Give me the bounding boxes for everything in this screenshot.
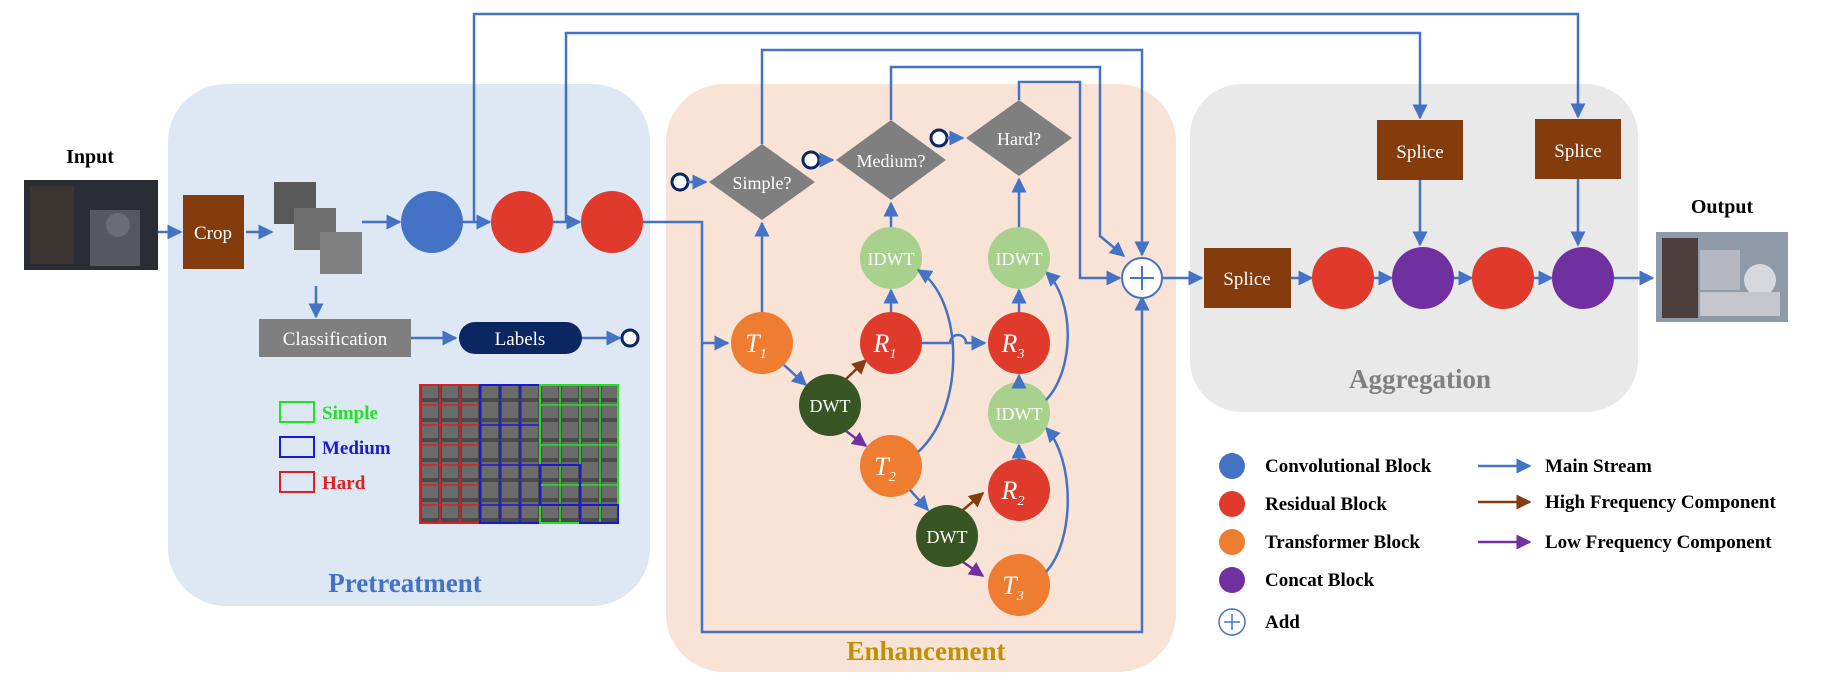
- skip-connection-inner: [564, 31, 1428, 222]
- splice-top-2-label: Splice: [1554, 141, 1602, 162]
- aggregation-residual-2: [1472, 247, 1534, 309]
- dwt1-to-r1-arrow: [845, 358, 868, 380]
- residual-block-r1: [860, 312, 922, 374]
- dwt2-to-r2-arrow: [962, 492, 985, 511]
- transformer-block-2: [860, 435, 922, 497]
- residual-block-2: [581, 191, 643, 253]
- medium-label: Medium: [322, 438, 391, 459]
- medium-output-line: [889, 65, 1126, 257]
- labels-pill: [459, 322, 582, 354]
- dwt-block-2: [916, 505, 978, 567]
- simple-decision-label: Simple?: [733, 173, 792, 193]
- hard-decision-label: Hard?: [997, 129, 1041, 149]
- simple-output-line: [760, 48, 1150, 257]
- t3-label: T3: [1002, 571, 1023, 604]
- pretreatment-title: Pretreatment: [328, 568, 481, 598]
- legend-convolutional-label: Convolutional Block: [1265, 456, 1432, 477]
- transformer-block-3: [988, 554, 1050, 616]
- hard-label: Hard: [322, 473, 366, 494]
- cropped-patches: [274, 182, 362, 274]
- legend-concat-label: Concat Block: [1265, 570, 1375, 591]
- r1-to-r3-arrow: [922, 333, 987, 351]
- splice-main-label: Splice: [1223, 269, 1271, 290]
- medium-decision-label: Medium?: [857, 151, 926, 171]
- legend-main-stream-label: Main Stream: [1545, 456, 1652, 477]
- legend-residual-label: Residual Block: [1265, 494, 1387, 515]
- aggregation-title: Aggregation: [1349, 364, 1491, 394]
- output-image: [1656, 232, 1788, 322]
- concat-block-2: [1552, 247, 1614, 309]
- hard-switch: [929, 128, 949, 148]
- classified-patch-grid: [419, 384, 619, 524]
- labels-switch: [620, 328, 640, 348]
- r2-label: R2: [1001, 476, 1025, 509]
- medium-switch: [801, 150, 821, 170]
- legend-add-label: Add: [1265, 612, 1300, 633]
- residual-block-r3: [988, 312, 1050, 374]
- splice-block-top-2: [1535, 119, 1621, 179]
- r1-label: R1: [873, 329, 897, 362]
- transformer-block-1: [731, 312, 793, 374]
- t3-to-idwt2-curve: [1044, 426, 1069, 573]
- classification-label: Classification: [283, 329, 388, 350]
- idwt-block-1: [860, 227, 922, 289]
- input-label: Input: [66, 146, 114, 168]
- legend-transformer-swatch: [1219, 529, 1245, 555]
- simple-switch: [670, 172, 690, 192]
- medium-decision: [836, 120, 946, 200]
- enhancement-panel: [666, 84, 1176, 672]
- idwt-block-2: [988, 382, 1050, 444]
- idwt2-to-idwt3-curve: [1044, 270, 1069, 401]
- dwt2-label: DWT: [927, 527, 968, 547]
- hard-decision: [966, 100, 1072, 176]
- concat-block-1: [1392, 247, 1454, 309]
- idwt2-label: IDWT: [996, 404, 1043, 424]
- splice-block-main: [1204, 248, 1291, 308]
- residual-block-r2: [988, 459, 1050, 521]
- idwt1-label: IDWT: [868, 249, 915, 269]
- residual-bypass-line: [643, 220, 1150, 634]
- legend-convolutional-swatch: [1219, 453, 1245, 479]
- legend-low-freq-label: Low Frequency Component: [1545, 532, 1772, 553]
- splice-block-top-1: [1377, 120, 1463, 180]
- medium-swatch: [279, 436, 315, 458]
- aggregation-panel: [1190, 84, 1638, 412]
- idwt-block-3: [988, 227, 1050, 289]
- legend-residual-swatch: [1219, 491, 1245, 517]
- idwt3-label: IDWT: [996, 249, 1043, 269]
- legend-high-freq-label: High Frequency Component: [1545, 492, 1777, 513]
- t2-to-idwt1-curve: [916, 268, 955, 453]
- hard-output-line: [1017, 80, 1122, 286]
- labels-label: Labels: [495, 329, 546, 350]
- skip-connection-outer: [472, 12, 1586, 222]
- t1-label: T1: [745, 329, 766, 362]
- dwt1-label: DWT: [810, 396, 851, 416]
- classification-block: [259, 319, 411, 357]
- enhancement-title: Enhancement: [846, 636, 1005, 666]
- t2-to-dwt2-arrow: [909, 489, 930, 512]
- dwt2-to-t3-arrow: [962, 560, 985, 578]
- crop-label: Crop: [194, 223, 232, 244]
- crop-block: [183, 195, 244, 269]
- simple-swatch: [279, 401, 315, 423]
- simple-decision: [709, 144, 815, 220]
- output-label: Output: [1691, 196, 1754, 218]
- r3-label: R3: [1001, 329, 1025, 362]
- simple-label: Simple: [322, 403, 378, 424]
- t2-label: T2: [874, 452, 895, 485]
- t1-to-dwt1-arrow: [783, 364, 808, 387]
- dwt-block-1: [799, 374, 861, 436]
- conv-block: [401, 191, 463, 253]
- input-image: [24, 180, 158, 270]
- dwt1-to-t2-arrow: [845, 430, 868, 447]
- aggregation-residual-1: [1312, 247, 1374, 309]
- hard-swatch: [279, 471, 315, 493]
- residual-block-1: [491, 191, 553, 253]
- legend-concat-swatch: [1219, 567, 1245, 593]
- legend-transformer-label: Transformer Block: [1265, 532, 1420, 553]
- splice-top-1-label: Splice: [1396, 142, 1444, 163]
